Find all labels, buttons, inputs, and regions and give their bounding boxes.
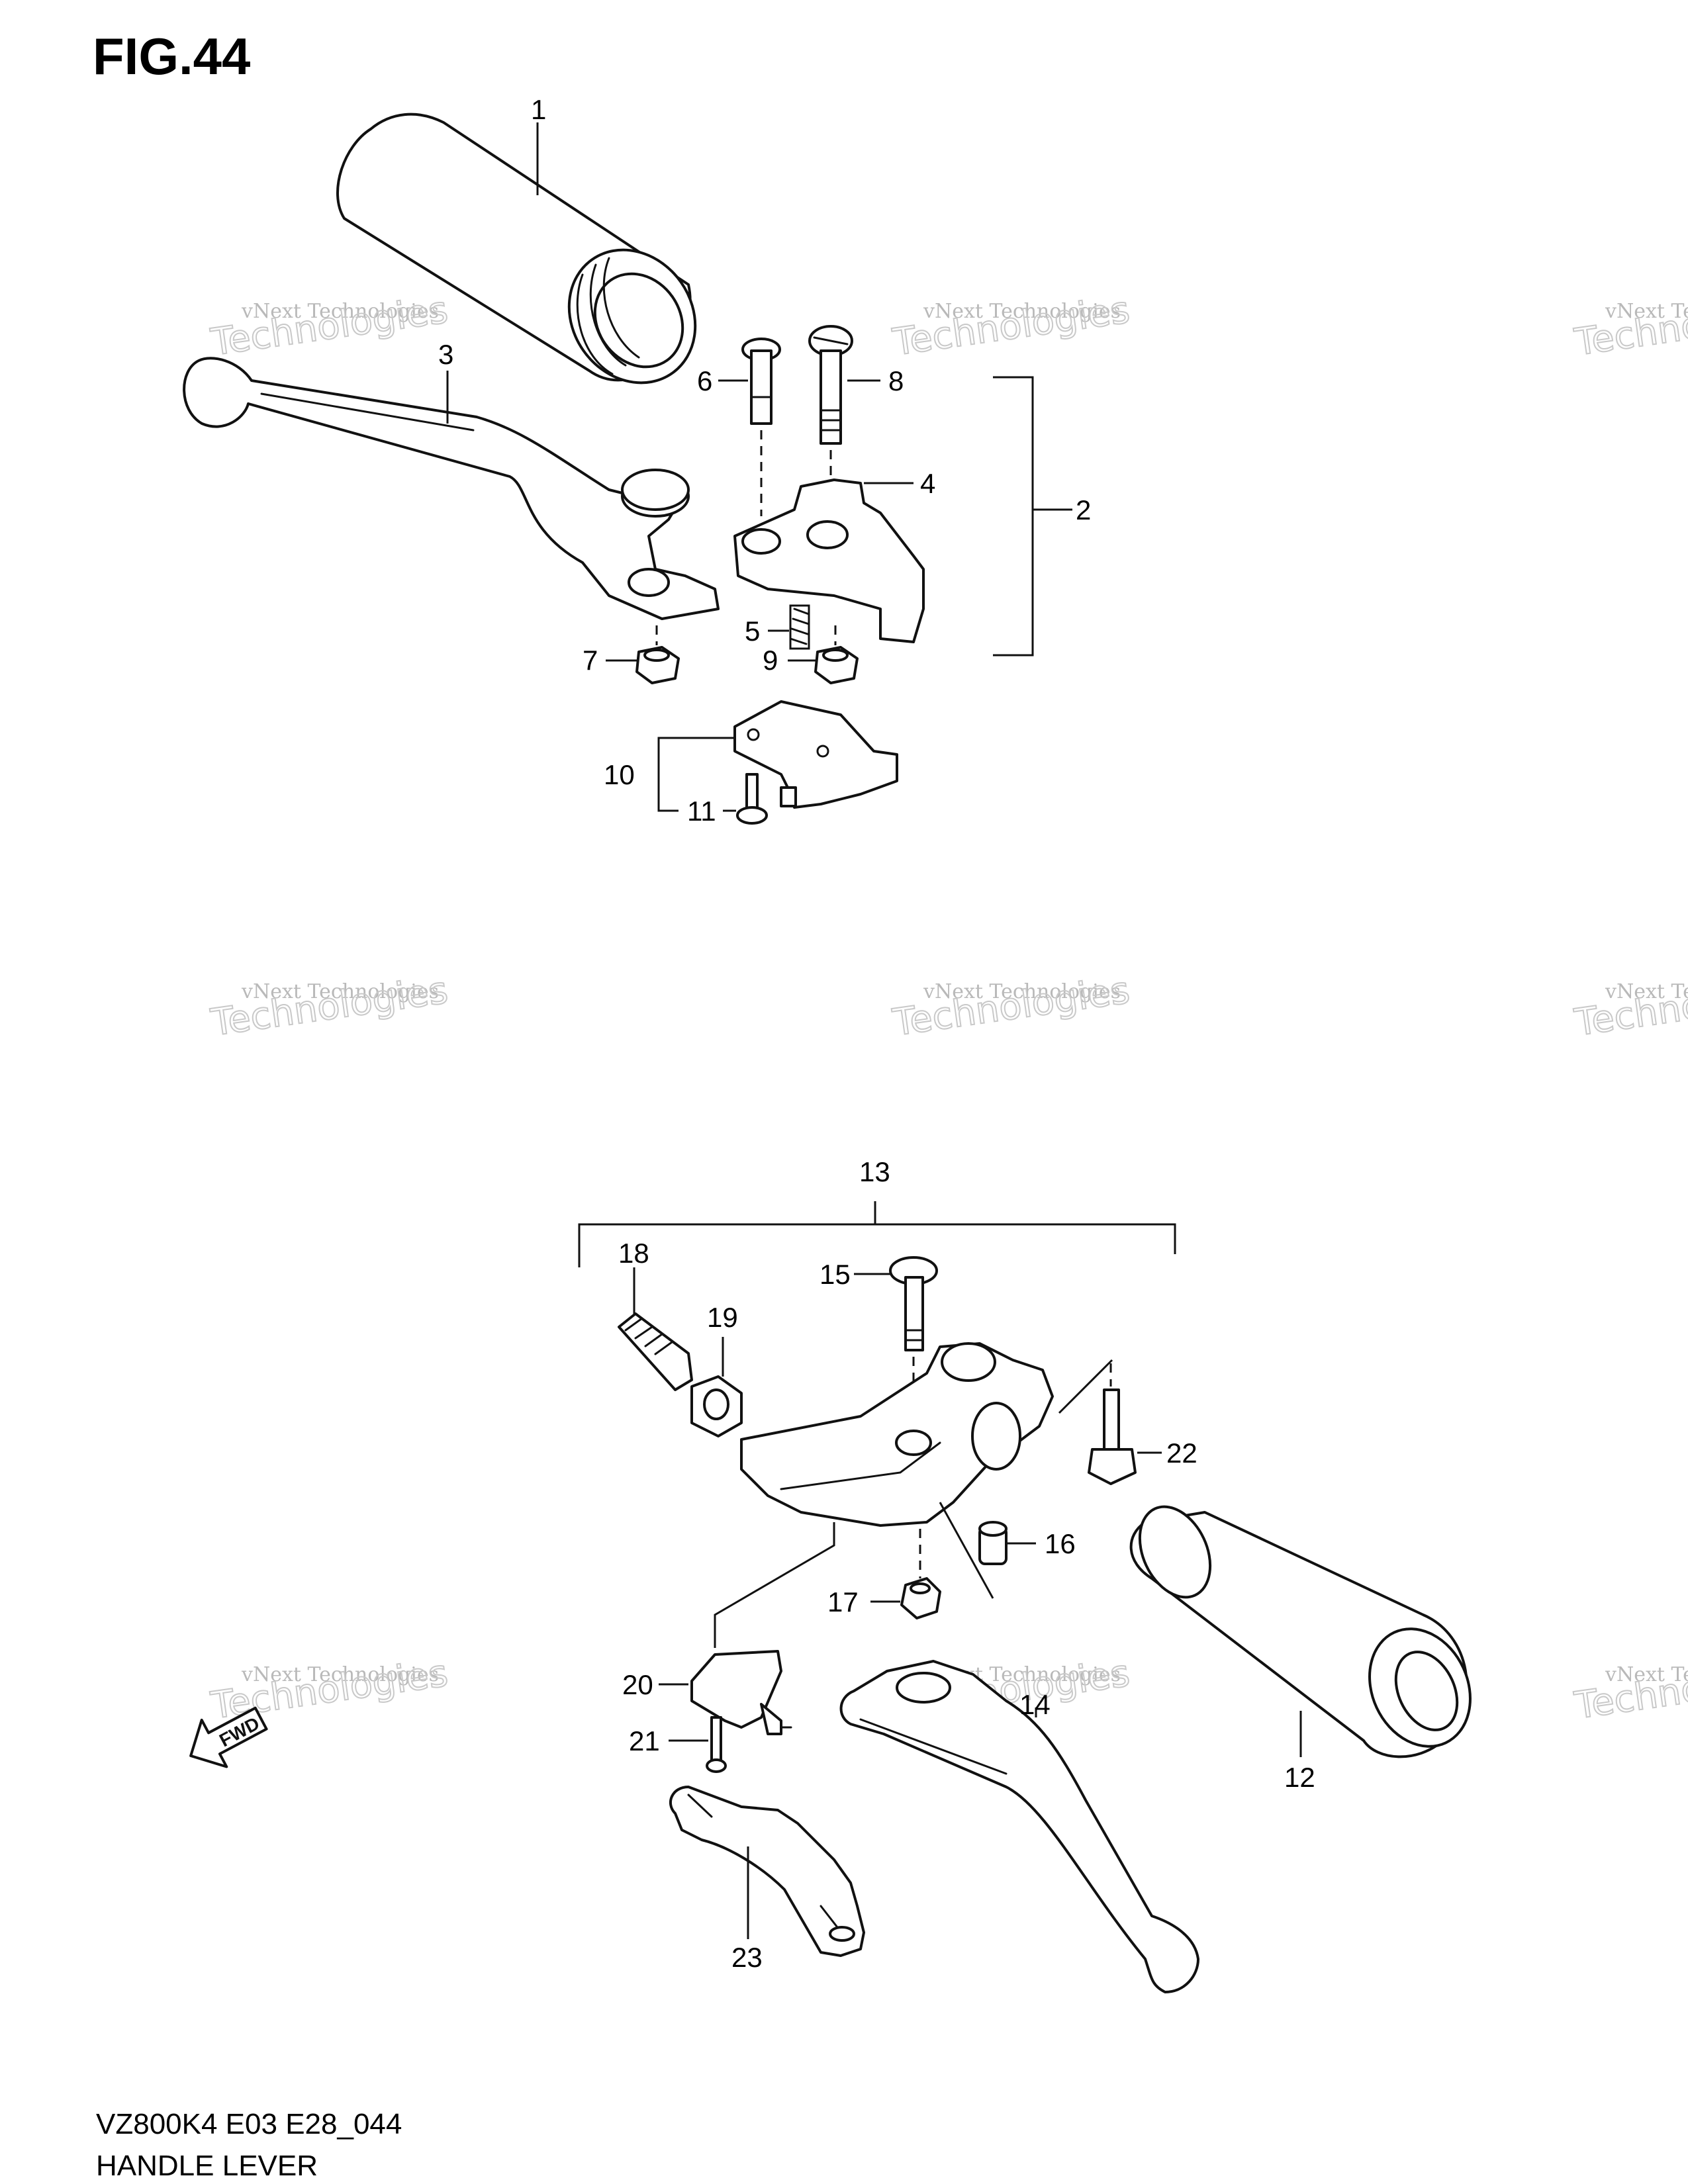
- left-grip: [336, 113, 697, 385]
- holder-bolt: [808, 325, 853, 445]
- figure-title: FIG.44: [93, 27, 251, 85]
- watermark: vNext Technologies Technologies: [207, 968, 451, 1046]
- ref-7: 7: [583, 645, 598, 676]
- clutch-switch-assembly: [733, 700, 898, 809]
- brake-switch-screw: [706, 1716, 727, 1773]
- ref-1: 1: [531, 94, 546, 125]
- cable-adjuster: [618, 1312, 693, 1391]
- ref-13: 13: [859, 1156, 890, 1187]
- clutch-lever-holder: [733, 478, 925, 643]
- watermark: vNext Technologies Technologies: [889, 288, 1133, 365]
- watermark-text: vNext Technologies: [241, 1663, 439, 1686]
- ref-14: 14: [1019, 1689, 1051, 1720]
- ref-5: 5: [745, 615, 760, 647]
- ref-20: 20: [622, 1669, 653, 1700]
- ref-3: 3: [438, 339, 453, 370]
- watermark: vNext Technologies Technologies: [1571, 1651, 1688, 1729]
- watermark-text: vNext Technologies: [1605, 1663, 1688, 1686]
- watermark-text: vNext Technologies: [1605, 300, 1688, 323]
- holder-nut: [814, 646, 859, 684]
- lock-nut: [690, 1375, 743, 1437]
- watermark: vNext Technologies Technologies: [207, 288, 451, 365]
- spring: [789, 604, 810, 650]
- watermark: vNext Technologies Technologies: [1571, 968, 1688, 1046]
- ref-22: 22: [1166, 1437, 1197, 1469]
- right-grip: [1129, 1505, 1472, 1758]
- figure-caption: HANDLE LEVER: [96, 2150, 318, 2182]
- switch-screw: [736, 773, 768, 825]
- brake-pivot-nut: [900, 1577, 941, 1619]
- watermark-text: vNext Technologies: [1605, 980, 1688, 1003]
- lever-cover: [669, 1786, 865, 1957]
- ref-21: 21: [629, 1725, 660, 1756]
- bushing: [978, 1521, 1008, 1565]
- watermark-group: vNext Technologies Technologies vNext Te…: [207, 288, 1688, 1729]
- model-code: VZ800K4 E03 E28_044: [96, 2108, 402, 2140]
- ref-11: 11: [687, 796, 716, 827]
- ref-16: 16: [1045, 1528, 1076, 1559]
- ref-6: 6: [697, 365, 712, 396]
- ref-19: 19: [707, 1302, 738, 1333]
- ref-9: 9: [763, 645, 778, 676]
- pivot-nut: [635, 646, 680, 684]
- ref-12: 12: [1284, 1762, 1315, 1793]
- ref-17: 17: [827, 1586, 859, 1617]
- ref-8: 8: [888, 365, 904, 396]
- brake-lever-holder: [740, 1342, 1054, 1527]
- lever-pivot-bolt: [741, 338, 781, 425]
- watermark-text: vNext Technologies: [241, 300, 439, 323]
- watermark-text: vNext Technologies: [241, 980, 439, 1003]
- watermark: vNext Technologies Technologies: [889, 968, 1133, 1046]
- ref-18: 18: [618, 1238, 649, 1269]
- watermark-text: vNext Technologies: [923, 980, 1121, 1003]
- front-brake-switch: [690, 1650, 792, 1735]
- reference-numbers: 1 2 3 4 5 6 7 8 9 10 11 12 13 14 15 16 1…: [438, 94, 1315, 1973]
- clutch-lever: [183, 357, 720, 620]
- ref-10: 10: [604, 759, 635, 790]
- ref-23: 23: [731, 1942, 763, 1973]
- ref-15: 15: [820, 1259, 851, 1290]
- brake-lever: [839, 1660, 1199, 1993]
- watermark: vNext Technologies Technologies: [1571, 288, 1688, 365]
- holder-mount-bolt: [1088, 1388, 1137, 1485]
- ref-4: 4: [920, 468, 935, 499]
- watermark-text: vNext Technologies: [923, 300, 1121, 323]
- brake-lever-pivot-bolt: [889, 1256, 938, 1351]
- ref-2: 2: [1076, 494, 1091, 525]
